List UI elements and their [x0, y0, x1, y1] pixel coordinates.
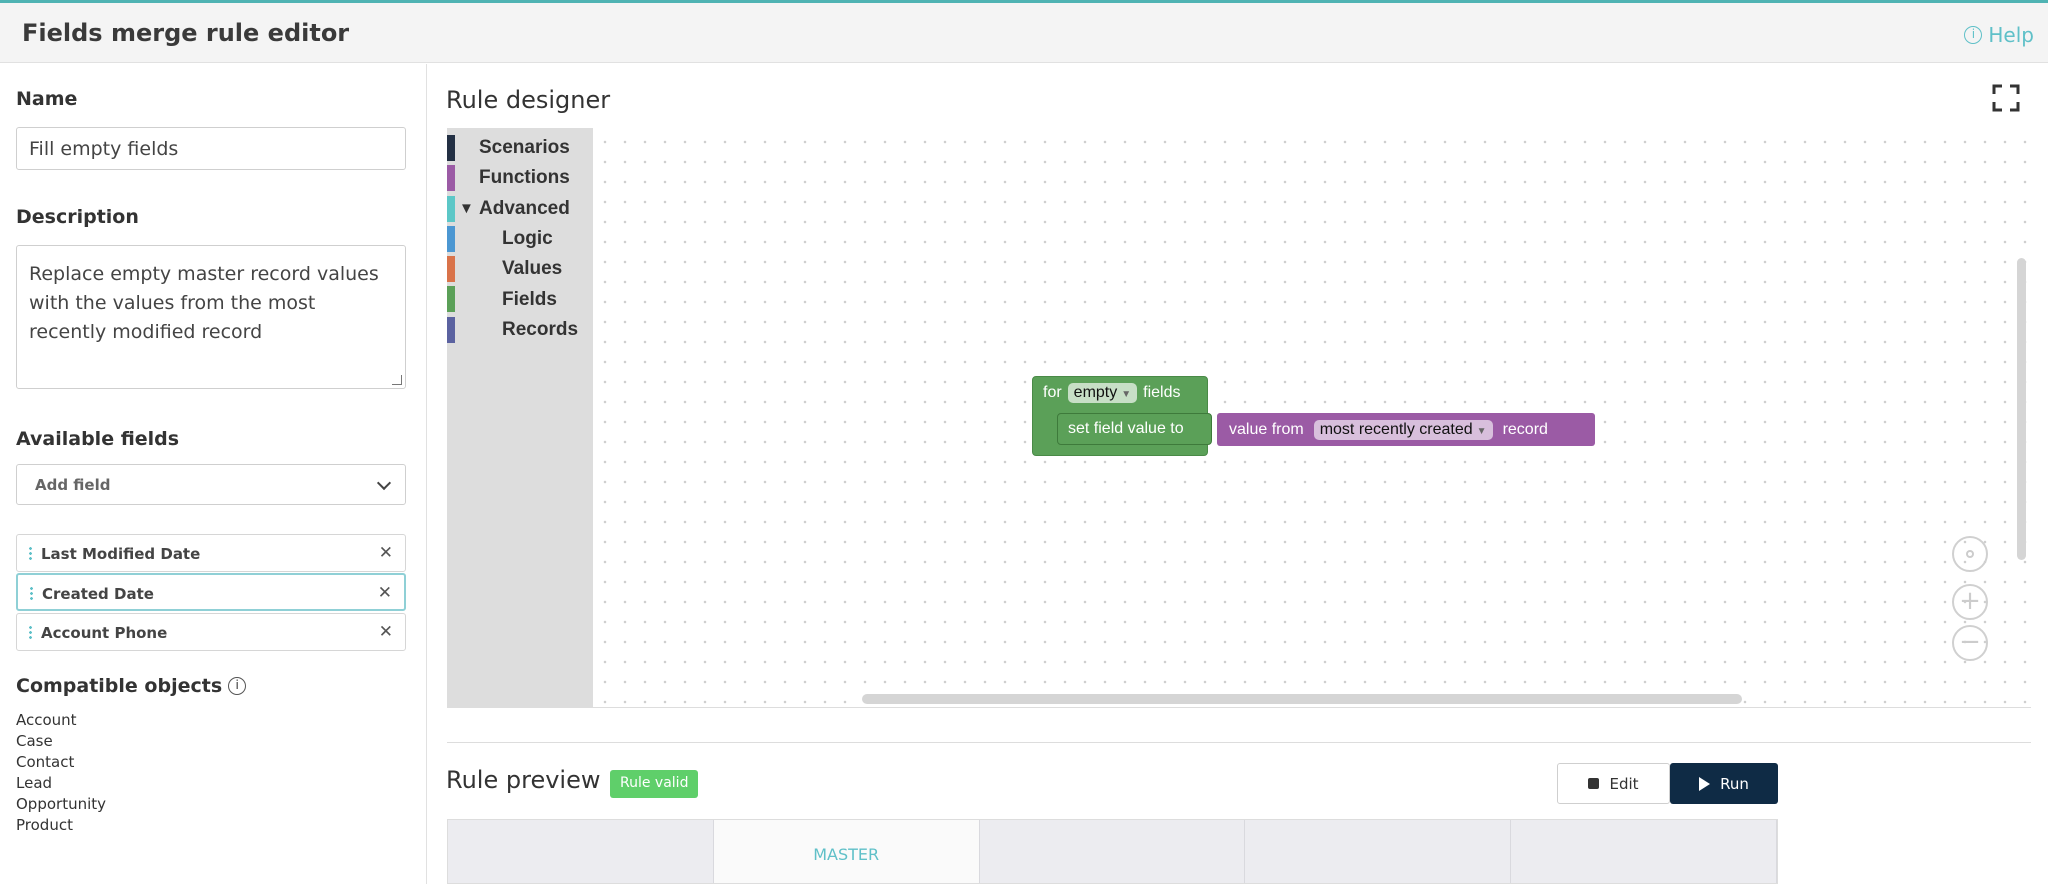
resize-handle-icon[interactable]: [392, 375, 402, 385]
vertical-scrollbar[interactable]: [2017, 258, 2026, 560]
info-icon: i: [1964, 26, 1983, 44]
stop-icon: [1588, 778, 1600, 789]
name-input[interactable]: Fill empty fields: [16, 127, 406, 170]
preview-column: [980, 820, 1246, 883]
block-text: fields: [1143, 384, 1181, 401]
add-field-select[interactable]: Add field: [16, 464, 406, 505]
top-accent-line: [0, 0, 2048, 3]
category-label: Records: [502, 318, 579, 340]
set-field-value-block[interactable]: set field value to: [1057, 413, 1212, 445]
dropdown-value: empty: [1073, 384, 1118, 401]
compatible-objects-label: Compatible objects: [16, 675, 223, 697]
preview-column: [448, 820, 714, 883]
field-item-label: Last Modified Date: [41, 545, 201, 563]
dropdown-arrow-icon: ▼: [1121, 389, 1132, 400]
edit-button[interactable]: Edit: [1557, 763, 1670, 804]
remove-field-icon[interactable]: ✕: [378, 622, 393, 642]
horizontal-scrollbar[interactable]: [862, 694, 1742, 704]
category-label: Functions: [479, 167, 570, 189]
remove-field-icon[interactable]: ✕: [378, 543, 393, 563]
rule-settings-panel: Name Fill empty fields Description Repla…: [0, 64, 427, 884]
block-text: record: [1502, 420, 1548, 438]
category-color-bar: [447, 256, 455, 283]
category-color-bar: [447, 195, 455, 222]
description-text: Replace empty master record values with …: [29, 263, 379, 343]
info-icon[interactable]: i: [228, 677, 247, 695]
rule-designer-workspace[interactable]: Scenarios Functions ▼ Advanced Logic Val…: [447, 128, 2031, 708]
value-from-record-block[interactable]: value from most recently created▼ record: [1217, 413, 1595, 446]
toolbox-category-fields[interactable]: Fields: [447, 284, 593, 314]
toolbox-category-scenarios[interactable]: Scenarios: [447, 133, 593, 163]
name-label: Name: [16, 88, 78, 110]
help-label: Help: [1988, 23, 2034, 47]
category-color-bar: [447, 316, 455, 343]
field-item[interactable]: Last Modified Date ✕: [16, 534, 406, 572]
dropdown-value: most recently created: [1319, 420, 1473, 438]
rule-valid-badge: Rule valid: [610, 770, 699, 798]
drag-handle-icon[interactable]: [29, 625, 32, 640]
category-label: Fields: [502, 288, 557, 310]
empty-dropdown[interactable]: empty▼: [1067, 383, 1138, 403]
rule-preview-title: Rule preview: [446, 766, 601, 794]
section-divider: [447, 742, 2031, 743]
field-item[interactable]: Account Phone ✕: [16, 613, 406, 651]
description-textarea[interactable]: Replace empty master record values with …: [16, 245, 406, 389]
object-item: Product: [16, 816, 73, 834]
zoom-out-icon[interactable]: −: [1952, 625, 1988, 661]
recenter-icon[interactable]: [1952, 536, 1988, 572]
object-item: Lead: [16, 774, 53, 792]
chevron-down-icon: [376, 475, 392, 491]
master-column-header: MASTER: [713, 820, 980, 883]
toolbox-category-records[interactable]: Records: [447, 315, 593, 345]
page-header: Fields merge rule editor i Help: [0, 3, 2048, 63]
play-icon: [1699, 776, 1711, 791]
remove-field-icon[interactable]: ✕: [377, 583, 392, 603]
help-link[interactable]: i Help: [1964, 23, 2034, 47]
object-item: Opportunity: [16, 795, 107, 813]
preview-column: [1245, 820, 1512, 883]
available-fields-label: Available fields: [16, 428, 180, 450]
preview-column: [1511, 820, 1777, 883]
rule-designer-title: Rule designer: [446, 86, 611, 114]
category-label: Advanced: [479, 197, 570, 219]
category-color-bar: [447, 286, 455, 313]
preview-table: MASTER: [447, 819, 1778, 884]
drag-handle-icon[interactable]: [29, 546, 32, 561]
page-title: Fields merge rule editor: [22, 19, 350, 47]
run-button[interactable]: Run: [1670, 763, 1778, 804]
toolbox-category-values[interactable]: Values: [447, 254, 593, 284]
compatible-objects-heading: Compatible objects i: [16, 675, 247, 697]
category-label: Logic: [502, 228, 553, 250]
field-item[interactable]: Created Date ✕: [16, 573, 406, 611]
block-toolbox: Scenarios Functions ▼ Advanced Logic Val…: [447, 128, 593, 708]
block-text: value from: [1229, 420, 1304, 438]
toolbox-category-advanced[interactable]: ▼ Advanced: [447, 194, 593, 224]
category-label: Scenarios: [479, 137, 570, 159]
toolbox-category-logic[interactable]: Logic: [447, 224, 593, 254]
object-item: Contact: [16, 753, 75, 771]
edit-button-label: Edit: [1609, 774, 1639, 793]
fullscreen-icon[interactable]: [1992, 84, 2020, 112]
category-color-bar: [447, 135, 455, 161]
toolbox-category-functions[interactable]: Functions: [447, 163, 593, 193]
drag-handle-icon[interactable]: [30, 586, 33, 601]
object-item: Case: [16, 732, 53, 750]
field-item-label: Created Date: [42, 585, 154, 603]
category-color-bar: [447, 225, 455, 252]
run-button-label: Run: [1720, 774, 1749, 793]
dropdown-arrow-icon: ▼: [1476, 425, 1487, 437]
zoom-in-icon[interactable]: +: [1952, 584, 1988, 620]
compatible-objects-list: Account Case Contact Lead Opportunity Pr…: [16, 710, 106, 836]
object-item: Account: [16, 711, 77, 729]
description-label: Description: [16, 206, 139, 228]
record-selector-dropdown[interactable]: most recently created▼: [1313, 419, 1493, 440]
expanded-triangle-icon: ▼: [459, 200, 474, 218]
field-item-label: Account Phone: [41, 624, 168, 642]
add-field-placeholder: Add field: [35, 476, 111, 494]
block-text: for: [1043, 384, 1062, 401]
category-color-bar: [447, 165, 455, 192]
category-label: Values: [502, 258, 563, 280]
